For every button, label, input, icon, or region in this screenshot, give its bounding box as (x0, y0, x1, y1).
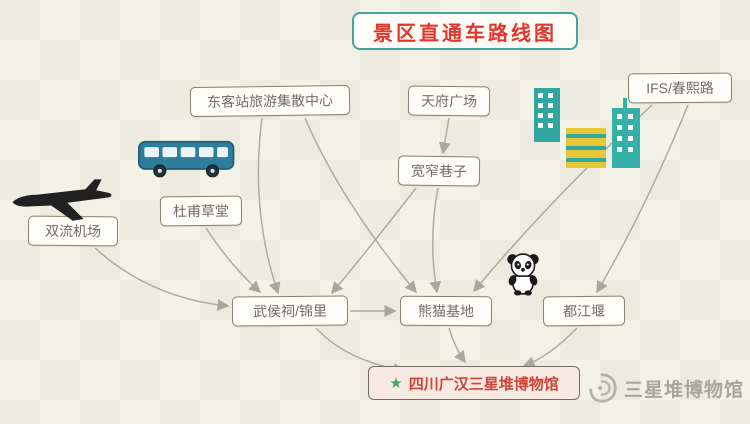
node-tianfu-square: 天府广场 (407, 85, 491, 117)
edge-east-station-to-wuhou (257, 117, 281, 295)
node-kuanzhai-alley: 宽窄巷子 (397, 155, 481, 187)
edge-dufu-to-wuhou (205, 227, 262, 294)
edge-kuanzhai-to-wuhou (331, 187, 417, 295)
page-title: 景区直通车路线图 (352, 12, 578, 50)
watermark-text: 三星堆博物馆 (624, 379, 745, 401)
node-panda-base: 熊猫基地 (399, 295, 493, 327)
node-wuhou-shrine-jinli: 武侯祠/锦里 (231, 295, 349, 327)
node-dujiangyan: 都江堰 (542, 295, 626, 327)
edge-airport-to-wuhou (94, 247, 230, 311)
edge-dujiangyan-to-museum (522, 327, 578, 368)
edge-wuhou-to-museum (315, 327, 406, 375)
bus-icon (138, 138, 238, 185)
museum-label: 四川广汉三星堆博物馆 (408, 375, 559, 393)
node-dufu-cottage: 杜甫草堂 (159, 195, 243, 227)
edge-east-station-to-panda (304, 117, 417, 294)
airplane-icon (8, 178, 116, 229)
sanxingdui-logo-icon (589, 373, 617, 403)
panda-icon (504, 252, 542, 301)
edge-kuanzhai-to-panda (429, 187, 442, 294)
edge-tianfu-to-kuanzhai (438, 117, 451, 155)
city-buildings-icon (526, 82, 648, 177)
node-sanxingdui-museum: ★ 四川广汉三星堆博物馆 (368, 366, 580, 400)
node-east-station-tourist-center: 东客站旅游集散中心 (189, 84, 351, 118)
watermark: 三星堆博物馆 (586, 372, 744, 404)
star-icon: ★ (389, 375, 403, 392)
edge-panda-to-museum (448, 327, 466, 364)
